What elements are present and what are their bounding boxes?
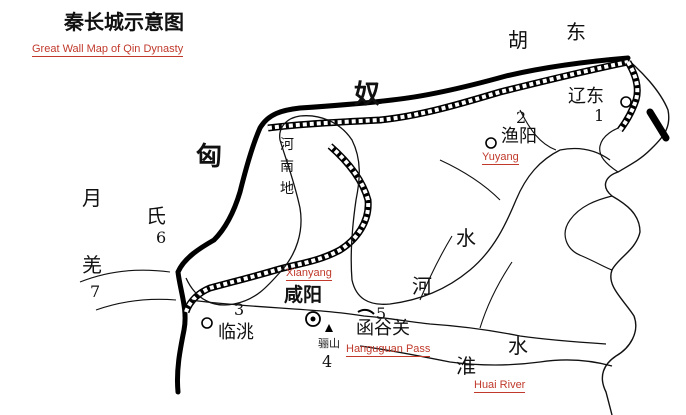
map-title: 秦长城示意图	[64, 10, 184, 34]
qin-wall-main	[175, 55, 631, 395]
region-henan-nan: 南	[280, 159, 294, 175]
old-wall-north-east-inner	[618, 60, 640, 132]
region-shi: 氏	[146, 204, 166, 228]
river-huai-shui-shui: 水	[508, 334, 528, 358]
river-he-shui-shui: 水	[456, 226, 476, 250]
region-yue: 月	[82, 186, 102, 210]
old-wall-henan-inner	[184, 144, 371, 313]
label-yuyang-en: Yuyang	[482, 151, 519, 165]
wei-river	[189, 299, 607, 345]
lishan-mountain-marker	[325, 324, 333, 332]
map-number-4: 4	[322, 352, 333, 371]
tributary-south	[419, 235, 513, 329]
coastline-bay	[564, 195, 613, 271]
region-dong: 东	[566, 20, 586, 44]
map-number-1: 1	[594, 106, 605, 125]
place-yuyang: 渔阳	[501, 126, 537, 147]
tributary-north	[439, 109, 557, 201]
river-he-shui-he: 河	[412, 274, 432, 298]
liaodong-marker	[620, 96, 632, 108]
yuyang-marker	[485, 137, 497, 149]
qin-wall-east-segment	[646, 108, 670, 142]
map-number-2: 2	[516, 108, 527, 127]
yellow-river	[185, 115, 561, 306]
region-qiang: 羌	[82, 253, 102, 277]
tributary-west	[79, 269, 177, 311]
lintao-marker	[201, 317, 213, 329]
map-number-7: 7	[90, 282, 101, 301]
place-liaodong: 辽东	[568, 86, 604, 107]
old-wall-north-east	[617, 60, 641, 133]
place-lintao: 临洮	[218, 322, 254, 343]
yellow-river-lower	[559, 147, 611, 161]
place-hanguguan: 函谷关	[356, 318, 410, 339]
xianyang-marker-inner	[310, 316, 316, 322]
huai-river	[359, 345, 613, 367]
label-huai-river-en: Huai River	[474, 379, 526, 393]
region-xiongnu-nu: 奴	[354, 80, 381, 110]
map-number-5: 5	[376, 304, 387, 323]
label-xianyang-en: Xianyang	[286, 267, 332, 281]
old-wall-north-inner	[267, 60, 629, 130]
map-number-6: 6	[156, 228, 167, 247]
region-xiongnu-xiong: 匈	[196, 142, 223, 172]
region-henan-he: 河	[280, 137, 294, 153]
label-hanguguan-en: Hanguguan Pass	[346, 343, 431, 357]
place-xianyang: 咸阳	[284, 284, 323, 306]
river-huai-shui-huai: 淮	[456, 354, 476, 378]
map-subtitle: Great Wall Map of Qin Dynasty	[32, 43, 184, 57]
region-hu: 胡	[508, 28, 528, 52]
place-lishan: 骊山	[318, 337, 340, 350]
hanguguan-pass-marker	[357, 308, 375, 315]
liaodong-peninsula	[599, 125, 627, 173]
map-number-3: 3	[234, 300, 245, 319]
coastline	[601, 59, 670, 415]
region-henan-di: 地	[280, 181, 294, 197]
